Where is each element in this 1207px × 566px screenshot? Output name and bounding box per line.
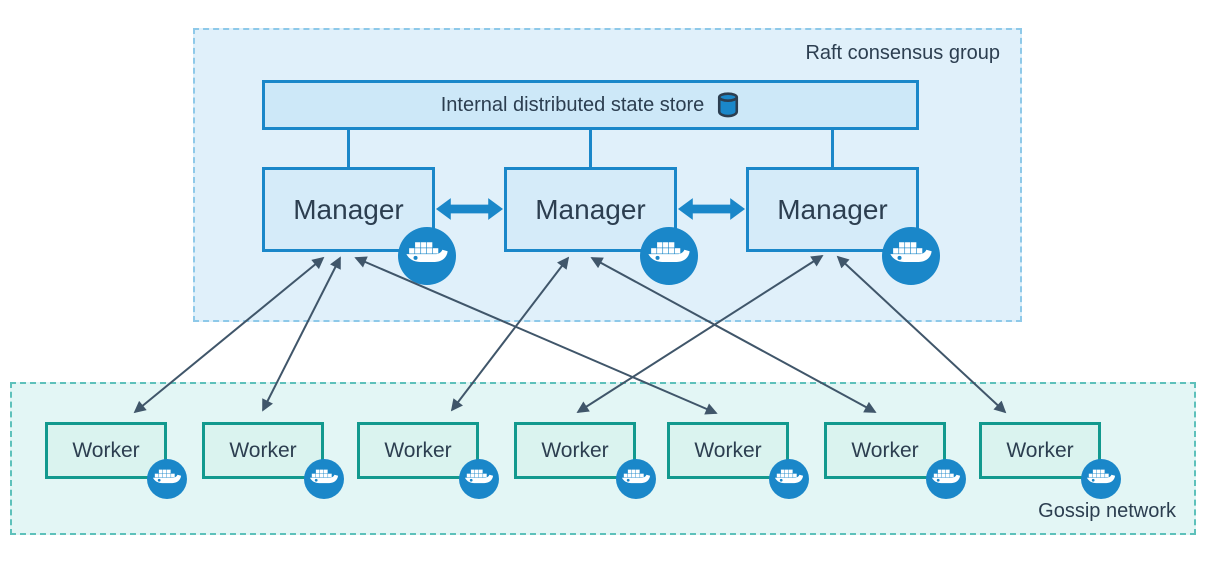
worker-3-label: Worker bbox=[384, 438, 452, 462]
docker-whale-icon bbox=[147, 459, 187, 499]
worker-6-label: Worker bbox=[851, 438, 919, 462]
docker-whale-icon bbox=[926, 459, 966, 499]
worker-2-label: Worker bbox=[229, 438, 297, 462]
docker-whale-icon bbox=[304, 459, 344, 499]
manager1-manager2-bidirectional-arrow bbox=[435, 195, 504, 223]
manager-3-label: Manager bbox=[777, 193, 888, 225]
docker-whale-icon bbox=[616, 459, 656, 499]
store-to-manager-2-connector bbox=[589, 127, 592, 167]
state-store-label: Internal distributed state store bbox=[440, 93, 705, 116]
worker-node-1: Worker bbox=[45, 422, 167, 479]
worker-5-label: Worker bbox=[694, 438, 762, 462]
docker-whale-icon bbox=[398, 227, 456, 285]
manager2-manager3-bidirectional-arrow bbox=[677, 195, 746, 223]
gossip-network-label: Gossip network bbox=[1038, 500, 1176, 522]
manager-node-2: Manager bbox=[504, 167, 677, 252]
worker-7-label: Worker bbox=[1006, 438, 1074, 462]
raft-group-label: Raft consensus group bbox=[805, 42, 1000, 64]
worker-4-label: Worker bbox=[541, 438, 609, 462]
worker-node-6: Worker bbox=[824, 422, 946, 479]
database-cylinder-icon bbox=[716, 91, 740, 119]
worker-node-3: Worker bbox=[357, 422, 479, 479]
raft-consensus-group: Raft consensus group Internal distribute… bbox=[193, 28, 1022, 322]
docker-whale-icon bbox=[769, 459, 809, 499]
manager-1-label: Manager bbox=[293, 193, 404, 225]
internal-state-store: Internal distributed state store bbox=[262, 80, 919, 130]
docker-whale-icon bbox=[882, 227, 940, 285]
gossip-network-group: Gossip network Worker Worker Worker Work… bbox=[10, 382, 1196, 535]
worker-node-2: Worker bbox=[202, 422, 324, 479]
worker-node-5: Worker bbox=[667, 422, 789, 479]
worker-1-label: Worker bbox=[72, 438, 140, 462]
store-to-manager-1-connector bbox=[347, 127, 350, 167]
store-to-manager-3-connector bbox=[831, 127, 834, 167]
worker-node-4: Worker bbox=[514, 422, 636, 479]
docker-whale-icon bbox=[1081, 459, 1121, 499]
worker-node-7: Worker bbox=[979, 422, 1101, 479]
docker-whale-icon bbox=[640, 227, 698, 285]
manager-2-label: Manager bbox=[535, 193, 646, 225]
docker-whale-icon bbox=[459, 459, 499, 499]
